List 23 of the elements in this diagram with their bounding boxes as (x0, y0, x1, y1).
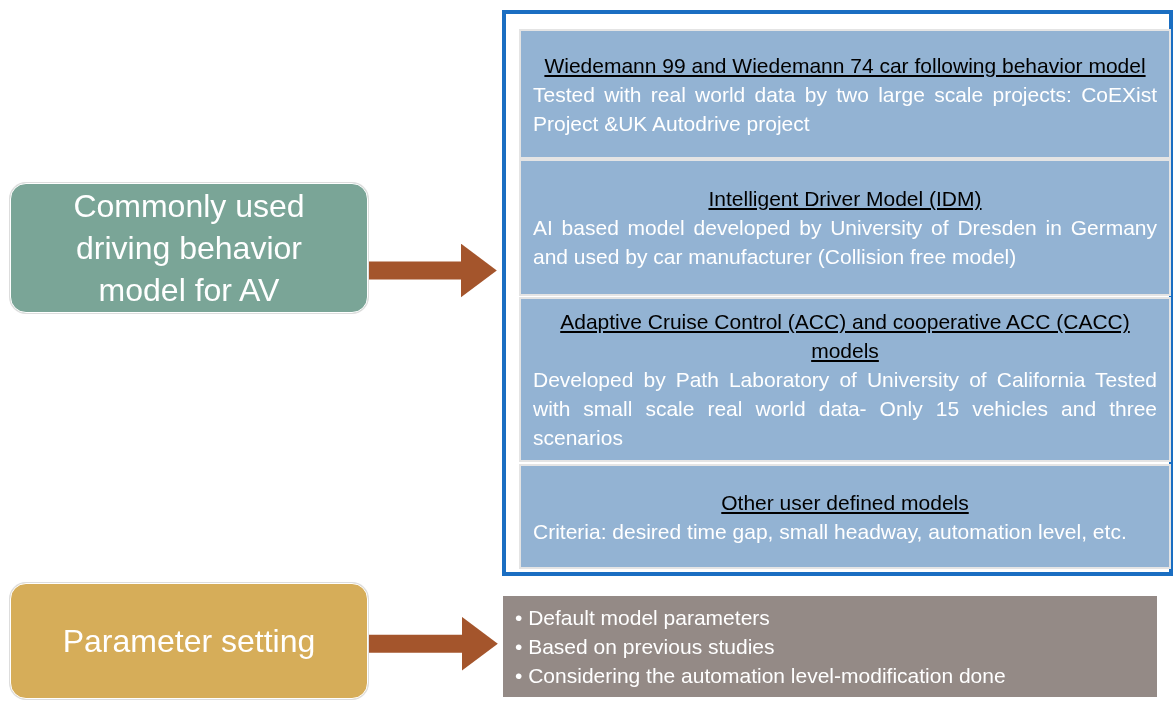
group-frame (502, 10, 1173, 576)
bullet-item: • Considering the automation level-modification done (515, 663, 1007, 689)
model-description: Tested with real world data by two large scale projects: CoEXist Project &UK Autodrive project (533, 81, 1157, 137)
model-description: Developed by Path Laboratory of University of California Tested with small scale real world data- Only 15 vehicles and three scenarios (533, 367, 1157, 451)
model-box (521, 31, 1169, 157)
bullet-list-box (503, 596, 1157, 697)
model-heading: Adaptive Cruise Control (ACC) and cooperative ACC (CACC) models (559, 309, 1131, 364)
title-box (10, 583, 368, 699)
box-title: Parameter setting (62, 622, 316, 661)
model-box (521, 466, 1169, 567)
bullet-item: • Based on previous studies (515, 634, 776, 660)
box-title: Commonly used driving behavior model for AV (72, 187, 306, 310)
bullet-item: • Default model parameters (515, 605, 771, 631)
block-arrow (368, 243, 497, 298)
title-box (10, 183, 368, 313)
model-description: AI based model developed by University of Dresden in Germany and used by car manufacturer (Collision free model) (533, 215, 1157, 270)
model-heading: Wiedemann 99 and Wiedemann 74 car following behavior model (543, 52, 1147, 79)
model-box (521, 161, 1169, 294)
model-heading: Intelligent Driver Model (IDM) (707, 186, 983, 212)
model-description: Criteria: desired time gap, small headway, automation level, etc. (533, 518, 1128, 545)
model-heading: Other user defined models (720, 489, 970, 516)
block-arrow (368, 616, 498, 671)
model-box (521, 299, 1169, 460)
